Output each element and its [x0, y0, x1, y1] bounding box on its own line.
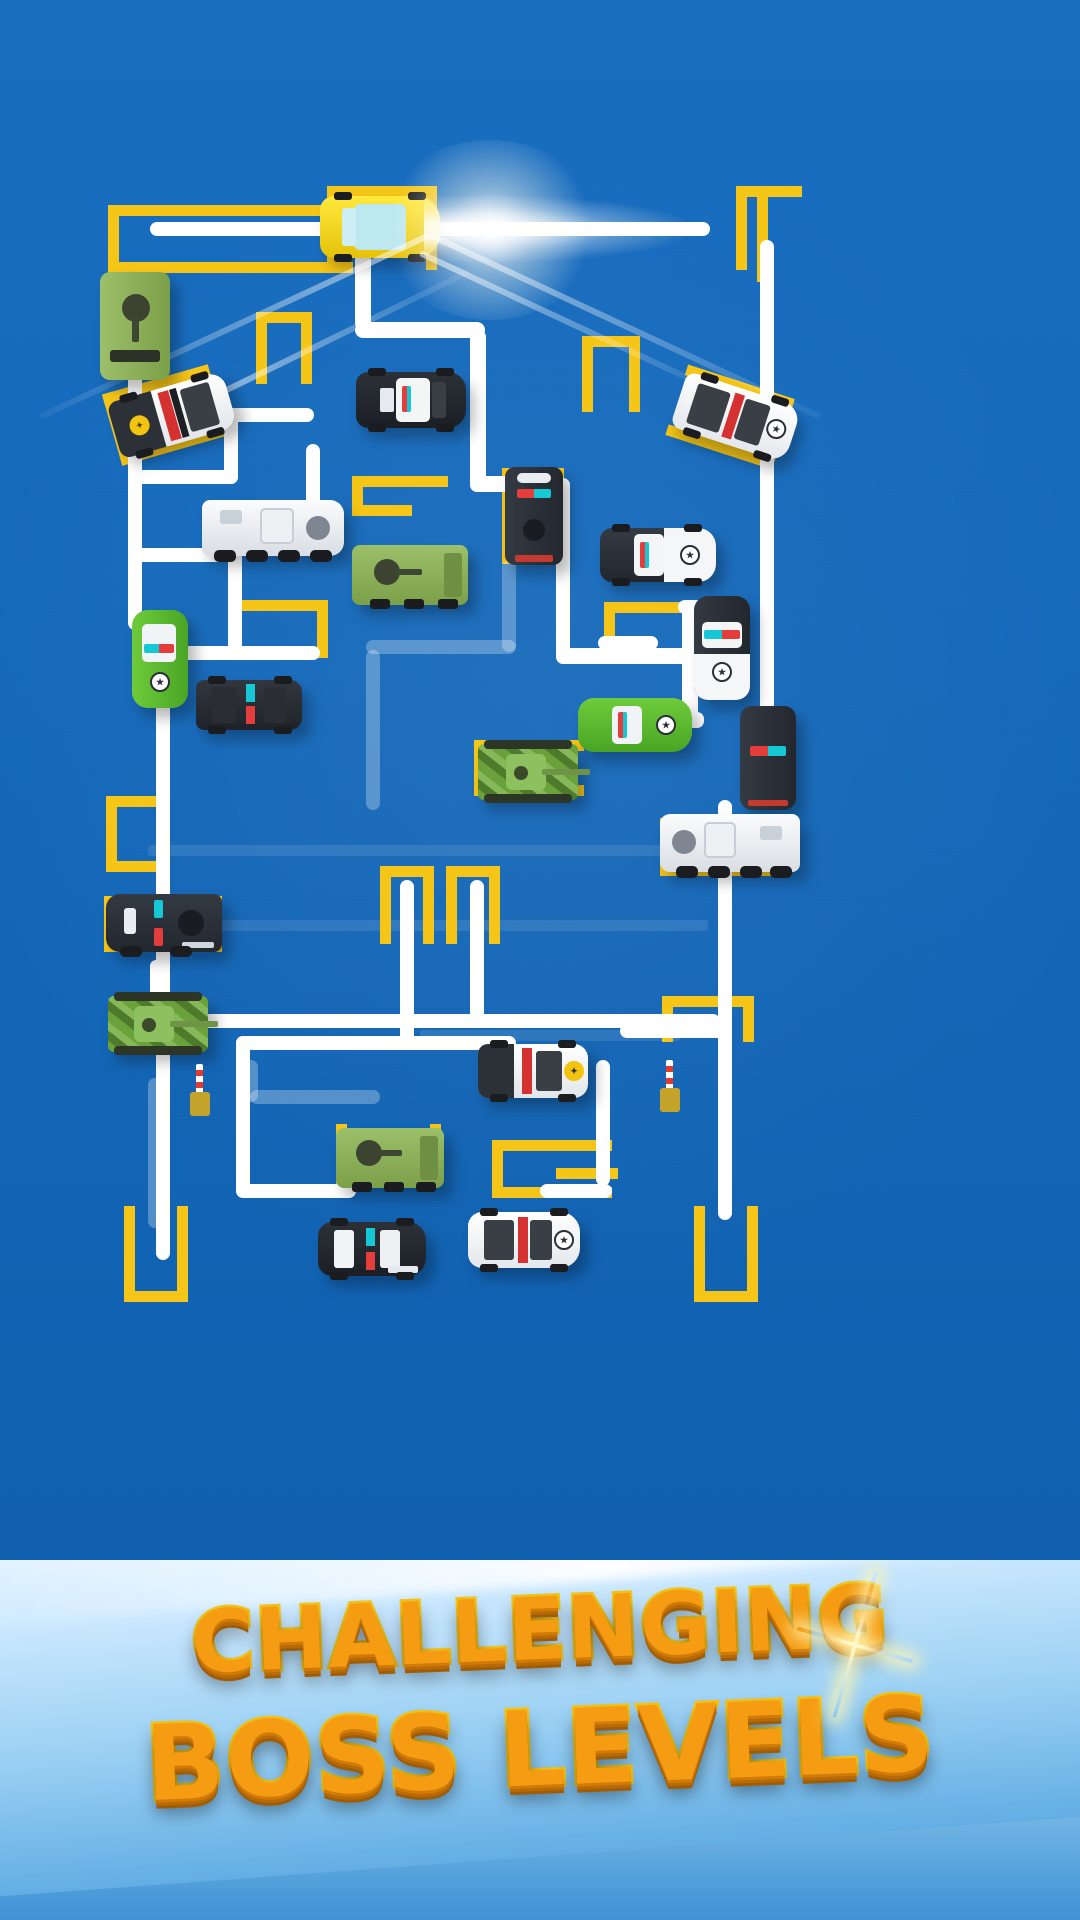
route-segment — [540, 1184, 612, 1198]
vehicle-dark-police-sedan[interactable] — [196, 676, 302, 734]
bay-marker — [694, 1206, 705, 1302]
parking-board: ✦ — [0, 0, 1080, 1640]
bay-marker — [398, 476, 448, 487]
vehicle-white-swat-truck[interactable] — [202, 500, 344, 562]
route-segment — [355, 322, 485, 338]
route-segment — [228, 548, 242, 658]
route-segment — [156, 700, 170, 1260]
bay-marker — [215, 262, 353, 273]
police-badge-icon: ★ — [680, 545, 700, 565]
vehicle-white-police-car[interactable]: ★ — [468, 1208, 580, 1272]
route-segment — [470, 880, 484, 1020]
props-layer — [190, 1060, 680, 1118]
ghost-route-lines — [148, 560, 516, 1228]
route-segment — [718, 800, 732, 1220]
police-badge-icon: ★ — [712, 662, 732, 682]
route-segment — [128, 470, 238, 484]
route-segment — [236, 1036, 516, 1050]
vehicle-green-military-truck[interactable] — [352, 545, 468, 609]
vehicle-camo-battle-tank[interactable] — [478, 740, 590, 803]
bay-marker — [108, 205, 228, 273]
route-segment — [470, 330, 486, 490]
bay-marker — [736, 186, 802, 270]
route-segment — [760, 240, 774, 800]
bay-marker — [124, 1206, 188, 1302]
bay-marker — [215, 205, 353, 216]
bay-marker — [556, 1168, 618, 1179]
bay-marker — [106, 796, 162, 872]
traffic-signal-post — [190, 1064, 210, 1118]
vehicle-green-military-truck[interactable] — [100, 272, 170, 380]
route-segment — [236, 1184, 356, 1198]
route-segment — [400, 880, 414, 1050]
promo-banner: CHALLENGING BOSS LEVELS — [0, 1560, 1080, 1920]
vehicle-green-military-truck[interactable] — [336, 1128, 444, 1192]
route-segment — [556, 648, 696, 664]
vehicle-dark-armored-van[interactable] — [106, 894, 222, 957]
route-segment — [598, 636, 658, 650]
vehicle-white-swat-truck[interactable] — [660, 814, 800, 878]
route-segment — [224, 414, 238, 484]
vehicle-black-white-police-car[interactable]: ★ — [694, 596, 750, 700]
police-badge-icon: ★ — [150, 672, 170, 692]
police-badge-icon: ★ — [554, 1230, 574, 1250]
vehicle-dark-armored-van[interactable] — [505, 467, 563, 565]
vehicle-dark-police-suv[interactable] — [740, 706, 796, 810]
bay-marker — [352, 476, 412, 516]
bay-marker — [694, 1206, 758, 1302]
route-segment — [160, 1014, 720, 1028]
vehicle-black-white-police-car[interactable]: ★ — [600, 524, 716, 586]
bay-marker — [177, 1206, 188, 1302]
police-badge-icon: ★ — [656, 715, 676, 735]
bay-marker — [757, 186, 768, 282]
route-segment — [620, 1024, 730, 1038]
vehicles-layer: ✦ — [39, 140, 821, 1280]
bay-marker — [380, 866, 434, 944]
vehicle-black-police-car[interactable] — [356, 368, 466, 432]
vehicle-green-police-car[interactable]: ★ — [132, 610, 188, 708]
route-segment — [224, 408, 314, 422]
vehicle-green-police-car[interactable]: ★ — [578, 698, 692, 752]
route-segment — [236, 1036, 250, 1196]
vehicle-black-police-car[interactable] — [318, 1218, 426, 1280]
bay-marker — [446, 866, 500, 944]
vehicle-white-police-suv[interactable]: ✦ — [478, 1040, 588, 1102]
route-segment — [170, 646, 320, 660]
route-segment — [596, 1060, 610, 1186]
vehicle-camo-battle-tank[interactable] — [108, 992, 218, 1055]
traffic-signal-post — [660, 1060, 680, 1114]
police-badge-icon: ✦ — [564, 1061, 584, 1081]
